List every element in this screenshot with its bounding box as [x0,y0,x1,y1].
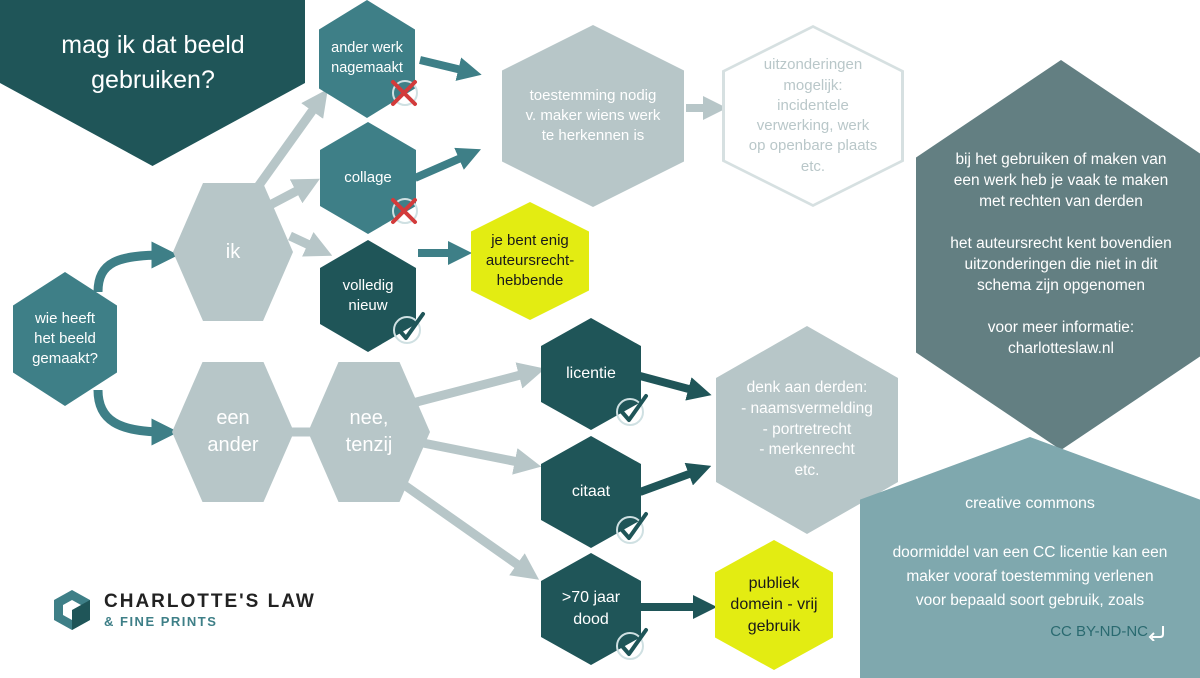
arrow-ik-to-volledig [288,231,333,257]
node-toestemming-label: toestemming nodig v. maker wiens werk te… [525,86,661,145]
node-ik: ik [173,183,293,321]
node-licentie-label: licentie [566,365,616,383]
node-wie-heeft-label: wie heeft het beeld gemaakt? [32,309,98,368]
check-icon [616,512,648,544]
cc-body: doormiddel van een CC licentie kan een m… [892,544,1168,610]
node-nee-tenzij: nee, tenzij [308,362,430,502]
node-wie-heeft: wie heeft het beeld gemaakt? [13,272,117,406]
logo-subtitle: & FINE PRINTS [104,614,218,629]
arrow-licentie-to-derden [638,372,712,401]
node-publiek-domein: publiek domein - vrij gebruik [715,540,833,670]
cross-icon [391,198,418,224]
arrow-nee-to-citaat [407,435,542,475]
check-icon [616,628,648,660]
arrow-wie-to-ik [93,241,179,293]
node-zeventig-jaar: >70 jaar dood [541,553,641,665]
node-enig-label: je bent enig auteursrecht- hebbende [485,231,575,290]
node-publiek-label: publiek domein - vrij gebruik [730,574,818,635]
arrow-ik-to-ander-werk [248,89,328,198]
node-een-ander-label: een ander [207,407,259,456]
charlottes-law-logo: CHARLOTTE'S LAW & FINE PRINTS [52,588,352,634]
arrow-nee-to-zeventig [397,478,540,580]
title-text: mag ik dat beeld gebruiken? [61,31,245,94]
check-icon [393,312,425,344]
arrow-citaat-to-derden [638,462,712,496]
cross-icon [391,80,418,106]
node-derden-label: denk aan derden: - naamsvermelding - por… [741,378,873,480]
node-volledig-nieuw-label: volledig nieuw [342,276,394,314]
logo-name: CHARLOTTE'S LAW [104,591,316,612]
node-collage-label: collage [344,168,392,186]
node-licentie: licentie [541,318,641,430]
arrow-collage-to-toestemming [413,147,481,182]
cc-title: creative commons [965,495,1095,512]
check-icon [616,394,648,426]
node-een-ander: een ander [172,362,294,502]
arrow-ander-werk-to-toestemming [419,56,482,81]
node-uitzonderingen-label: uitzonderingen mogelijk: incidentele ver… [748,56,878,175]
node-citaat: citaat [541,436,641,548]
node-zeventig-label: >70 jaar dood [561,589,621,628]
node-nee-tenzij-label: nee, tenzij [345,407,393,456]
arrow-wie-to-ander [93,389,179,446]
node-ander-werk-label: ander werk nagemaakt [331,40,403,76]
arrow-ik-to-collage [267,178,320,209]
hexagon-logo-icon [54,590,90,630]
return-arrow-icon [1148,626,1164,641]
arrow-nee-to-licentie [403,362,546,410]
cc-license-code: CC BY-ND-NC [1050,623,1148,640]
info-text: bij het gebruiken of maken van een werk … [950,151,1172,357]
node-ik-label: ik [225,240,241,263]
node-citaat-label: citaat [571,483,611,501]
